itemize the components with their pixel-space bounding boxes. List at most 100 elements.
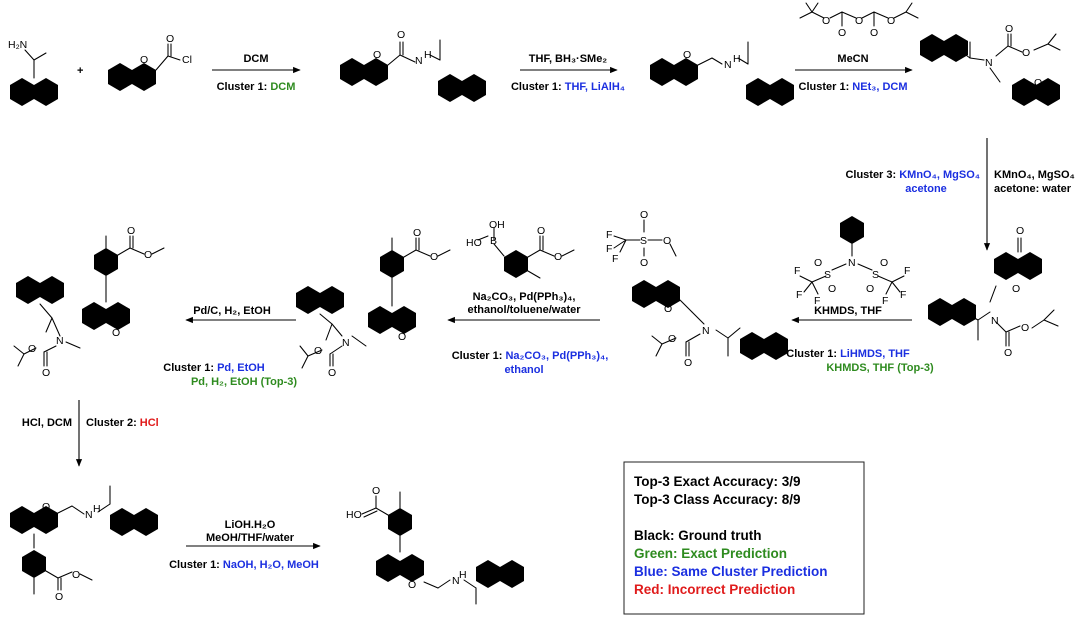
atom-label: O bbox=[398, 331, 406, 343]
atom-label: O bbox=[42, 367, 50, 379]
atom-label: N bbox=[985, 57, 993, 69]
atom-label: H₂N bbox=[8, 39, 27, 51]
atom-label: O bbox=[1034, 77, 1042, 89]
atom-label: N bbox=[991, 315, 999, 327]
step6-conditions: ethanol/toluene/water bbox=[467, 304, 581, 316]
secondary-amine-structure: O N H bbox=[650, 41, 794, 106]
atom-label: O bbox=[866, 283, 874, 295]
atom-label: O bbox=[413, 227, 421, 239]
chroman-carbonyl-chloride-structure: O O Cl bbox=[108, 33, 192, 91]
step5-prediction: KHMDS, THF (Top-3) bbox=[826, 362, 934, 374]
naphthylethylamine-structure: H₂N bbox=[8, 39, 58, 106]
aryl-chromene-structure: N O O O O O bbox=[296, 227, 451, 379]
atom-label: S bbox=[824, 269, 831, 281]
atom-label: HO bbox=[346, 509, 362, 521]
atom-label: O bbox=[640, 257, 648, 269]
atom-label: S bbox=[872, 269, 879, 281]
boc-anhydride-structure: O O O O O bbox=[799, 2, 919, 39]
atom-label: O bbox=[430, 251, 438, 263]
atom-label: N bbox=[452, 575, 460, 587]
step6-prediction: ethanol bbox=[504, 364, 543, 376]
atom-label: O bbox=[537, 225, 545, 237]
step4-prediction: Cluster 3: KMnO₄, MgSO₄ bbox=[845, 169, 980, 181]
atom-label: O bbox=[855, 15, 863, 27]
atom-label: O bbox=[373, 49, 381, 61]
atom-label: N bbox=[702, 325, 710, 337]
atom-label: O bbox=[314, 345, 322, 357]
amide-structure: O O N H bbox=[340, 29, 486, 102]
atom-label: N bbox=[56, 335, 64, 347]
atom-label: O bbox=[144, 249, 152, 261]
atom-label: O bbox=[112, 327, 120, 339]
atom-label: F bbox=[904, 265, 910, 277]
atom-label: F bbox=[796, 289, 802, 301]
atom-label: O bbox=[1005, 23, 1013, 35]
atom-label: O bbox=[72, 569, 80, 581]
phenyl-triflimide-structure: N S S O O O O F F F F F F bbox=[794, 216, 910, 307]
atom-label: O bbox=[684, 357, 692, 369]
step7-conditions: Pd/C, H₂, EtOH bbox=[193, 305, 271, 317]
top3-class-accuracy: Top-3 Class Accuracy: 8/9 bbox=[634, 492, 801, 507]
step1-conditions: DCM bbox=[243, 53, 268, 65]
atom-label: O bbox=[397, 29, 405, 41]
atom-label: N bbox=[724, 59, 732, 71]
atom-label: F bbox=[814, 295, 820, 307]
atom-label: O bbox=[408, 579, 416, 591]
step2-conditions: THF, BH₃·SMe₂ bbox=[529, 53, 608, 65]
step5-prediction: Cluster 1: LiHMDS, THF bbox=[786, 348, 910, 360]
step6-conditions: Na₂CO₃, Pd(PPh₃)₄, bbox=[473, 291, 576, 303]
atom-label: N bbox=[848, 257, 856, 269]
atom-label: O bbox=[1021, 322, 1029, 334]
step9-conditions: MeOH/THF/water bbox=[206, 532, 295, 544]
legend-box: Top-3 Exact Accuracy: 3/9 Top-3 Class Ac… bbox=[623, 461, 865, 615]
atom-label: HO bbox=[466, 237, 482, 249]
atom-label: O bbox=[683, 49, 691, 61]
atom-label: F bbox=[606, 243, 612, 255]
atom-label: OH bbox=[489, 219, 505, 231]
atom-label: N bbox=[85, 509, 93, 521]
atom-label: F bbox=[882, 295, 888, 307]
atom-label: H bbox=[424, 49, 432, 61]
step1-prediction: Cluster 1: DCM bbox=[217, 81, 296, 93]
step4-prediction: acetone bbox=[905, 183, 947, 195]
atom-label: H bbox=[93, 503, 101, 515]
atom-label: O bbox=[814, 257, 822, 269]
atom-label: O bbox=[663, 235, 671, 247]
step6-prediction: Cluster 1: Na₂CO₃, Pd(PPh₃)₄, bbox=[452, 350, 609, 362]
atom-label: O bbox=[1004, 347, 1012, 359]
atom-label: O bbox=[127, 225, 135, 237]
atom-label: F bbox=[794, 265, 800, 277]
atom-label: O bbox=[554, 251, 562, 263]
step4-conditions: acetone: water bbox=[994, 183, 1072, 195]
atom-label: O bbox=[42, 501, 50, 513]
atom-label: O bbox=[166, 33, 174, 45]
top3-exact-accuracy: Top-3 Exact Accuracy: 3/9 bbox=[634, 474, 801, 489]
atom-label: N bbox=[342, 337, 350, 349]
step3-prediction: Cluster 1: NEt₃, DCM bbox=[799, 81, 908, 93]
atom-label: O bbox=[838, 27, 846, 39]
atom-label: O bbox=[55, 591, 63, 603]
atom-label: O bbox=[28, 343, 36, 355]
atom-label: O bbox=[668, 333, 676, 345]
atom-label: O bbox=[1016, 225, 1024, 237]
step8-conditions: HCl, DCM bbox=[22, 417, 72, 429]
step9-prediction: Cluster 1: NaOH, H₂O, MeOH bbox=[169, 559, 319, 571]
deboc-amine-ester-structure: O N H O O bbox=[10, 485, 158, 603]
step4-conditions: KMnO₄, MgSO₄ bbox=[994, 169, 1075, 181]
legend-incorrect: Red: Incorrect Prediction bbox=[634, 582, 795, 597]
atom-label: O bbox=[822, 15, 830, 27]
atom-label: O bbox=[870, 27, 878, 39]
aryl-chroman-boc-structure: N O O O O O bbox=[13, 225, 165, 379]
chromanone-structure: O O N O O bbox=[928, 225, 1059, 359]
atom-label: O bbox=[828, 283, 836, 295]
plus-sign: + bbox=[77, 65, 83, 77]
atom-label: B bbox=[490, 235, 497, 247]
atom-label: O bbox=[887, 15, 895, 27]
atom-label: O bbox=[640, 209, 648, 221]
final-acid-structure: HO O O N H bbox=[346, 485, 524, 605]
step2-prediction: Cluster 1: THF, LiAlH₄ bbox=[511, 81, 625, 93]
atom-label: Cl bbox=[182, 54, 192, 66]
atom-label: H bbox=[459, 569, 467, 581]
atom-label: F bbox=[900, 289, 906, 301]
